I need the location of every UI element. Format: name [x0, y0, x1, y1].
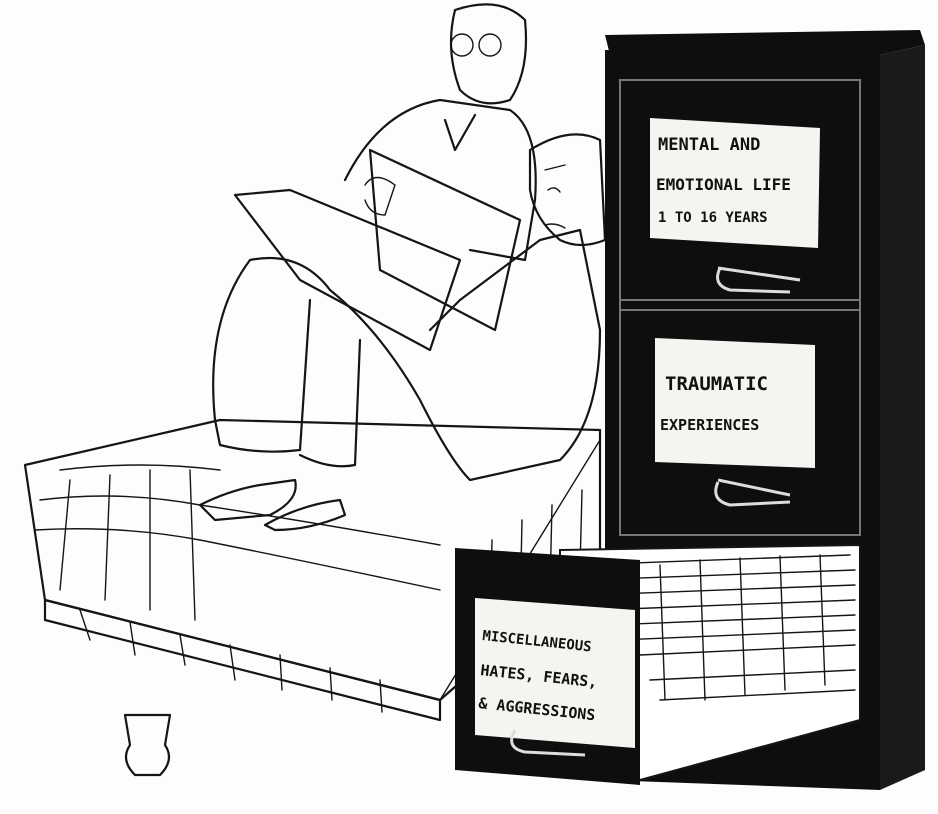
drawer-2[interactable]: TRAUMATIC EXPERIENCES — [619, 299, 861, 536]
psychiatrist-figure — [233, 3, 537, 352]
drawer-1[interactable]: MENTAL AND EMOTIONAL LIFE 1 TO 16 YEARS — [619, 79, 861, 311]
couch-leg — [123, 713, 172, 777]
patient-figure — [198, 133, 607, 532]
file-folder — [233, 188, 462, 352]
drawer-1-label-line-2: EMOTIONAL LIFE — [656, 175, 791, 194]
drawer-2-label-line-1: TRAUMATIC — [665, 373, 768, 395]
drawer-1-label-line-3: 1 TO 16 YEARS — [658, 210, 768, 226]
drawer-2-handle — [714, 478, 791, 507]
drawer-1-handle — [716, 266, 801, 294]
doctor-head — [449, 3, 528, 105]
filing-cabinet: MENTAL AND EMOTIONAL LIFE 1 TO 16 YEARS … — [455, 30, 925, 790]
drawer-3-handle — [510, 729, 586, 757]
paper-sheet — [368, 148, 522, 332]
patient-head — [528, 133, 607, 247]
drawer-3-open[interactable]: MISCELLANEOUS HATES, FEARS, & AGGRESSION… — [455, 543, 861, 785]
drawer-2-label-line-2: EXPERIENCES — [660, 416, 759, 434]
drawer-1-label-line-1: MENTAL AND — [658, 135, 760, 155]
file-folders-in-drawer — [579, 554, 856, 701]
